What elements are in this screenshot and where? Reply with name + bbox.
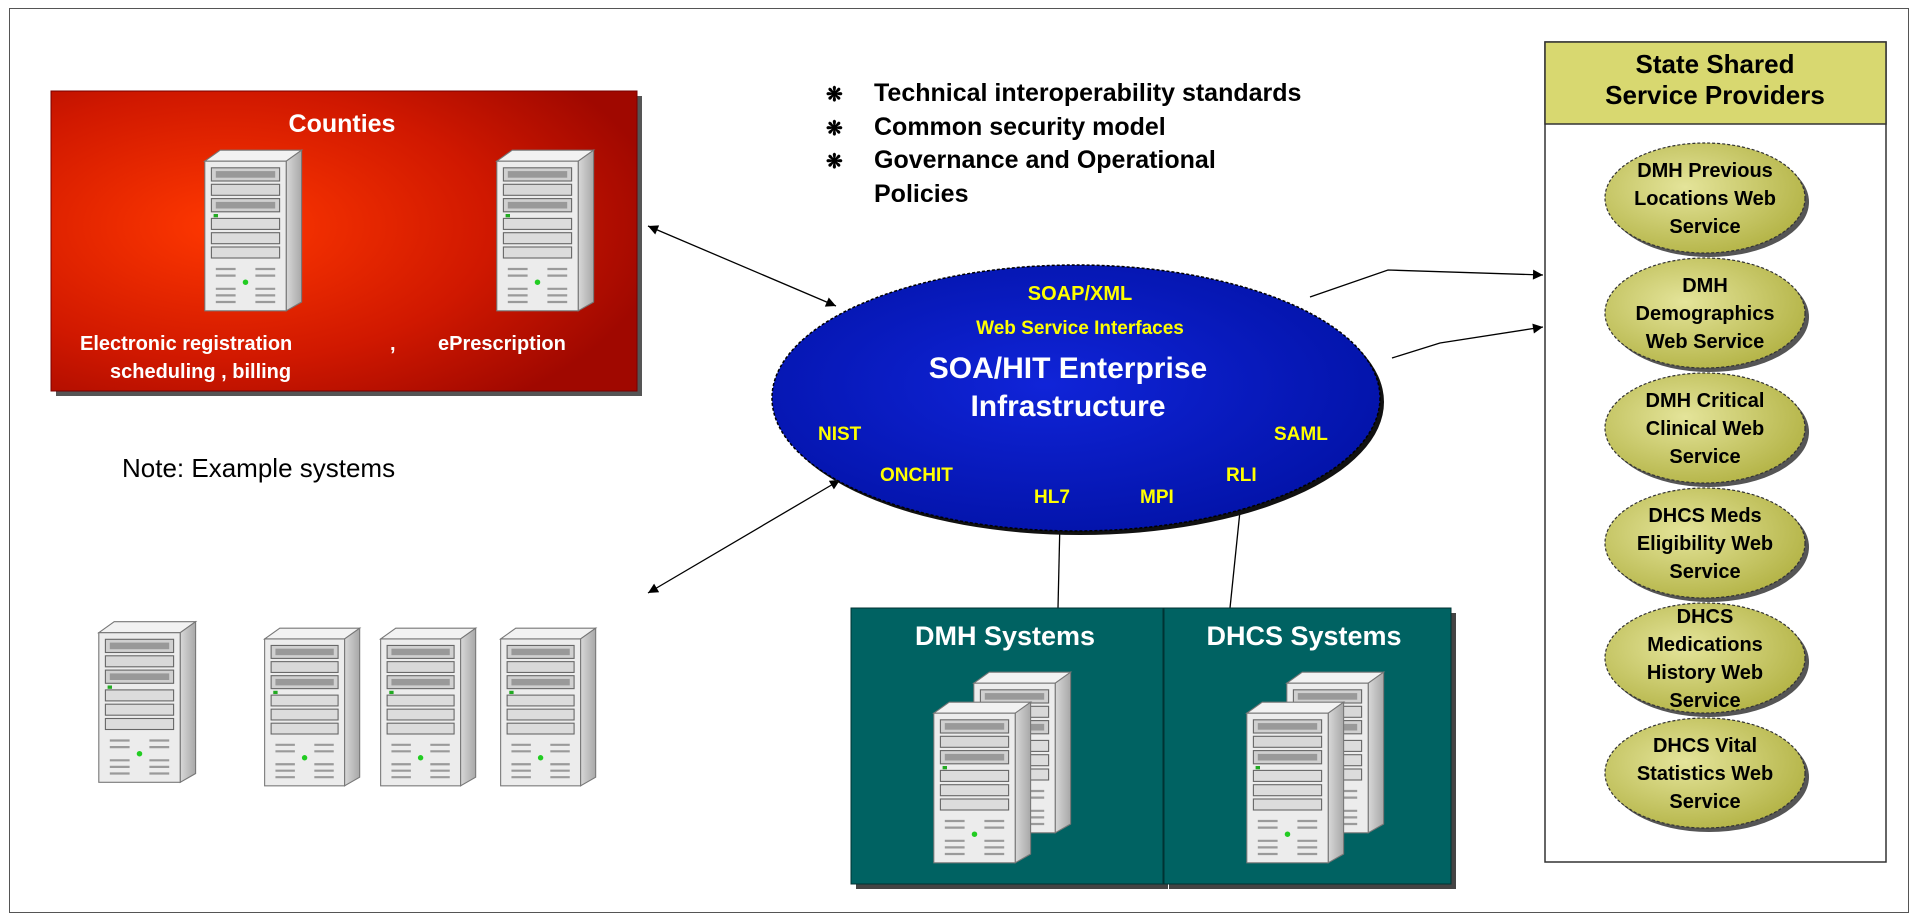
server-icon bbox=[932, 700, 1032, 865]
enterprise-ellipse: SOAP/XML Web Service Interfaces NIST SAM… bbox=[771, 264, 1384, 535]
soap-xml-label: SOAP/XML bbox=[1028, 283, 1132, 305]
service-label: DMH Previous bbox=[1637, 160, 1773, 182]
bullet-text: Policies bbox=[874, 180, 969, 208]
bullet-text: Governance and Operational bbox=[874, 146, 1216, 174]
note-text: Note: Example systems bbox=[122, 453, 395, 483]
service-label: Clinical Web bbox=[1646, 418, 1765, 440]
county-server-icon bbox=[203, 149, 303, 312]
server-icon bbox=[1245, 700, 1345, 865]
service-label: Service bbox=[1669, 690, 1740, 712]
nist-label: NIST bbox=[818, 424, 862, 445]
bullet-icon: ❋ bbox=[826, 118, 843, 140]
bullet-text: Technical interoperability standards bbox=[874, 79, 1301, 107]
bullet-icon: ❋ bbox=[826, 151, 843, 173]
rli-label: RLI bbox=[1226, 465, 1257, 486]
enterprise-title-line1: SOA/HIT Enterprise bbox=[929, 352, 1207, 385]
service-label: History Web bbox=[1647, 662, 1763, 684]
dmh-systems-box: DMH Systems bbox=[850, 607, 1168, 889]
server-icon bbox=[97, 620, 197, 784]
dhcs-systems-title: DHCS Systems bbox=[1206, 621, 1401, 651]
saml-label: SAML bbox=[1274, 424, 1328, 445]
server-icon bbox=[263, 626, 361, 788]
county-systems bbox=[97, 620, 597, 788]
service-label: Statistics Web bbox=[1637, 763, 1773, 785]
bullet-icon: ❋ bbox=[826, 84, 843, 106]
bullet-list: ❋ Technical interoperability standards ❋… bbox=[826, 79, 1301, 208]
service-label: Demographics bbox=[1636, 303, 1775, 325]
dmh-systems-title: DMH Systems bbox=[915, 621, 1095, 651]
server-icon bbox=[499, 626, 597, 788]
counties-title: Counties bbox=[289, 110, 396, 138]
providers-title-line2: Service Providers bbox=[1605, 80, 1825, 110]
server-icon bbox=[379, 626, 477, 788]
service-label: Locations Web bbox=[1634, 188, 1776, 210]
enterprise-dhcs-line bbox=[1229, 510, 1241, 609]
hl7-label: HL7 bbox=[1034, 487, 1070, 508]
county-server-icon bbox=[495, 149, 595, 312]
service-label: Eligibility Web bbox=[1637, 533, 1773, 555]
bullet-text: Common security model bbox=[874, 113, 1166, 141]
mpi-label: MPI bbox=[1140, 487, 1174, 508]
counties-label-left-line2: scheduling , billing bbox=[110, 361, 291, 383]
counties-label-right: ePrescription bbox=[438, 333, 566, 355]
counties-label-left-line1: Electronic registration bbox=[80, 333, 292, 355]
service-label: DHCS Meds bbox=[1648, 505, 1761, 527]
service-label: DHCS bbox=[1677, 606, 1734, 628]
service-label: Service bbox=[1669, 446, 1740, 468]
providers-title-line1: State Shared bbox=[1636, 49, 1795, 79]
web-service-interfaces-label: Web Service Interfaces bbox=[976, 318, 1184, 339]
service-label: DMH bbox=[1682, 275, 1728, 297]
diagram-frame bbox=[9, 8, 1909, 913]
counties-label-left-comma: , bbox=[390, 333, 396, 355]
service-label: Service bbox=[1669, 216, 1740, 238]
service-label: DHCS Vital bbox=[1653, 735, 1757, 757]
service-label: DMH Critical bbox=[1646, 390, 1765, 412]
service-label: Web Service bbox=[1646, 331, 1765, 353]
service-label: Service bbox=[1669, 791, 1740, 813]
county-systems-enterprise-arrow bbox=[647, 479, 841, 594]
service-label: Medications bbox=[1647, 634, 1763, 656]
enterprise-provider-arrow bbox=[1309, 269, 1544, 298]
onchit-label: ONCHIT bbox=[880, 465, 953, 486]
service-label: Service bbox=[1669, 561, 1740, 583]
enterprise-provider-arrow bbox=[1391, 323, 1544, 359]
dhcs-systems-box: DHCS Systems bbox=[1163, 607, 1456, 889]
enterprise-title-line2: Infrastructure bbox=[970, 390, 1165, 423]
counties-enterprise-arrow bbox=[647, 225, 837, 307]
counties-box: Counties Electronic registration , sched… bbox=[50, 90, 642, 396]
